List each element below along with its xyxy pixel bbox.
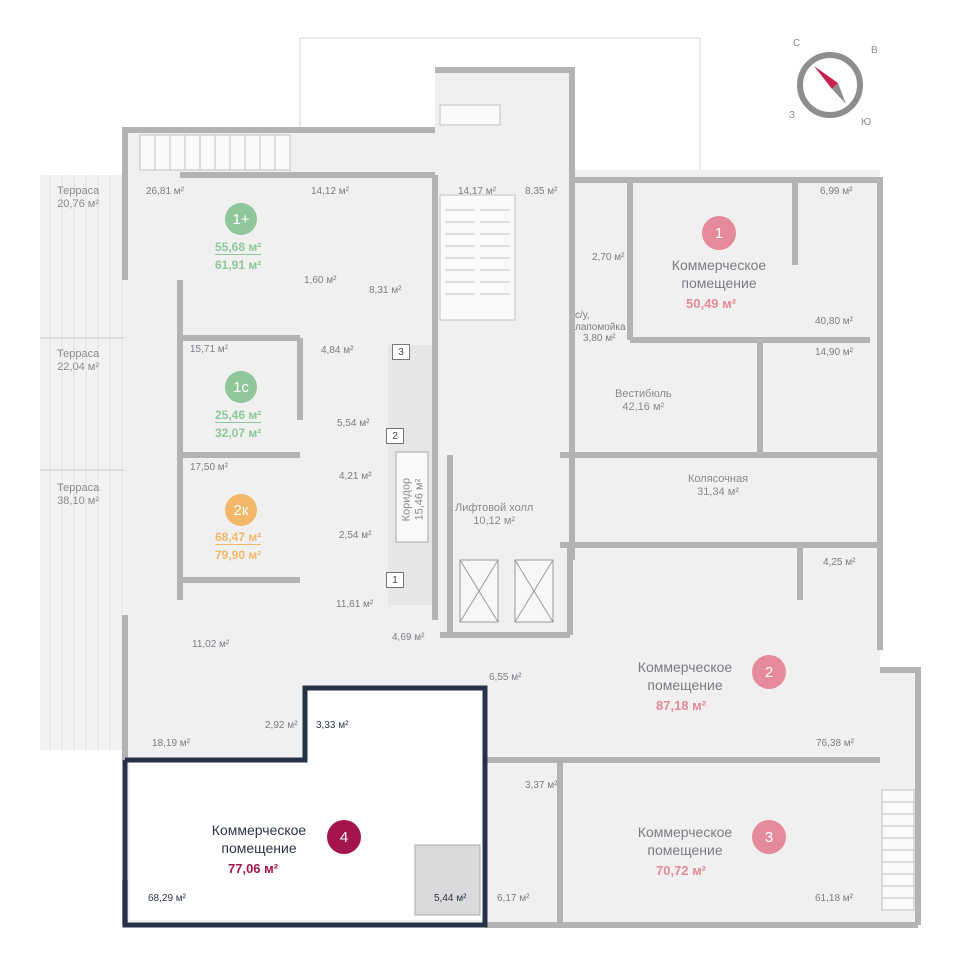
commercial-4-area: 77,06 м² — [228, 861, 279, 876]
room-area: 8,35 м² — [525, 186, 558, 197]
commercial-2-title-line2: помещение — [647, 676, 723, 693]
vestibule-label: Вестибюль 42,16 м² — [615, 388, 672, 413]
room-area: 1,60 м² — [304, 275, 337, 286]
room-area: 5,54 м² — [337, 418, 370, 429]
apartment-1c-total: 32,07 м² — [215, 426, 262, 440]
corridor-name: Коридор — [400, 477, 413, 522]
stair-marker-2: 2 — [386, 428, 404, 444]
compass-north: С — [793, 38, 801, 49]
elevator-hall-name: Лифтовой холл — [455, 502, 534, 514]
terrace-1-name: Терраса — [57, 185, 100, 197]
room-area: 14,12 м² — [311, 186, 350, 197]
room-area: 11,02 м² — [192, 639, 230, 650]
compass-west: З — [789, 110, 796, 121]
apartment-1plus-living: 55,68 м² — [215, 240, 262, 255]
room-area: 5,44 м² — [434, 893, 467, 904]
room-area: 15,71 м² — [190, 344, 229, 355]
room-area: 6,99 м² — [820, 186, 853, 197]
room-area: 3,37 м² — [525, 780, 558, 791]
apartment-1plus-total: 61,91 м² — [215, 258, 262, 272]
elevator-hall-label: Лифтовой холл 10,12 м² — [455, 502, 533, 527]
apartment-2k-living: 68,47 м² — [215, 530, 262, 545]
vestibule-area: 42,16 м² — [622, 400, 665, 413]
stair-marker-1: 1 — [386, 572, 404, 588]
apartment-1c-living: 25,46 м² — [215, 408, 262, 423]
apartment-1plus-badge[interactable]: 1+ — [225, 203, 257, 235]
room-area: 3,33 м² — [316, 720, 349, 731]
room-area: 4,69 м² — [392, 632, 425, 643]
room-area: 6,17 м² — [497, 893, 530, 904]
commercial-4-badge[interactable]: 4 — [327, 820, 361, 854]
apartment-2k-total: 79,90 м² — [215, 548, 262, 562]
terrace-3-area: 38,10 м² — [57, 494, 99, 507]
corridor-label: Коридор 15,46 м² — [400, 460, 425, 540]
room-area: 76,38 м² — [816, 738, 855, 749]
compass-east: В — [871, 45, 878, 56]
room-area: 8,31 м² — [369, 285, 402, 296]
room-area: 2,70 м² — [592, 252, 625, 263]
terrace-1: Терраса 20,76 м² — [57, 185, 99, 210]
stair-marker-3: 3 — [392, 344, 410, 360]
terrace-2-area: 22,04 м² — [57, 360, 99, 373]
commercial-2-title-line1: Коммерческое — [637, 659, 733, 675]
wc-line2: лапомойка — [575, 321, 626, 333]
commercial-1-area: 50,49 м² — [686, 296, 737, 311]
vestibule-name: Вестибюль — [615, 388, 672, 400]
commercial-1-title: Коммерческое помещение — [650, 257, 788, 292]
terrace-1-area: 20,76 м² — [57, 197, 99, 210]
wc-line1: с/у, — [575, 310, 590, 321]
commercial-4-title: Коммерческое помещение — [190, 822, 328, 857]
terrace-2-name: Терраса — [57, 348, 100, 360]
stroller-room-area: 31,34 м² — [697, 485, 739, 498]
stroller-room-name: Колясочная — [688, 473, 749, 485]
apartment-2k-badge[interactable]: 2к — [225, 494, 257, 526]
room-area: 6,55 м² — [489, 672, 522, 683]
commercial-4-title-line1: Коммерческое — [211, 822, 307, 838]
commercial-3-title-line2: помещение — [647, 841, 723, 858]
commercial-2-title: Коммерческое помещение — [616, 659, 754, 694]
commercial-1-title-line2: помещение — [681, 274, 757, 291]
room-area: 4,84 м² — [321, 345, 354, 356]
commercial-3-title-line1: Коммерческое — [637, 824, 733, 840]
room-area: 26,81 м² — [146, 186, 185, 197]
corridor-area: 15,46 м² — [413, 478, 425, 521]
room-area: 11,61 м² — [336, 599, 374, 610]
room-area: 17,50 м² — [190, 462, 229, 473]
wc-label: с/у, лапомойка 3,80 м² — [575, 310, 626, 345]
commercial-1-badge[interactable]: 1 — [702, 216, 736, 250]
room-area: 40,80 м² — [815, 316, 854, 327]
room-area: 2,92 м² — [265, 720, 298, 731]
compass-south: Ю — [861, 117, 872, 128]
room-area: 68,29 м² — [148, 893, 187, 904]
room-area: 14,17 м² — [458, 186, 497, 197]
commercial-1-title-line1: Коммерческое — [671, 257, 767, 273]
commercial-2-area: 87,18 м² — [656, 698, 707, 713]
elevator-hall-area: 10,12 м² — [473, 514, 516, 527]
commercial-3-badge[interactable]: 3 — [752, 820, 786, 854]
room-area: 4,25 м² — [823, 557, 856, 568]
apartment-1c-badge[interactable]: 1с — [225, 371, 257, 403]
terrace-2: Терраса 22,04 м² — [57, 348, 99, 373]
room-area: 61,18 м² — [815, 893, 854, 904]
commercial-3-title: Коммерческое помещение — [616, 824, 754, 859]
room-area: 4,21 м² — [339, 471, 372, 482]
wc-area: 3,80 м² — [583, 333, 616, 344]
stroller-room-label: Колясочная 31,34 м² — [688, 473, 748, 498]
room-area: 2,54 м² — [339, 530, 372, 541]
terrace-3: Терраса 38,10 м² — [57, 482, 99, 507]
commercial-2-badge[interactable]: 2 — [752, 655, 786, 689]
commercial-3-area: 70,72 м² — [656, 863, 707, 878]
room-area: 18,19 м² — [152, 738, 191, 749]
commercial-4-title-line2: помещение — [221, 839, 297, 856]
terrace-3-name: Терраса — [57, 482, 100, 494]
room-area: 14,90 м² — [815, 347, 854, 358]
